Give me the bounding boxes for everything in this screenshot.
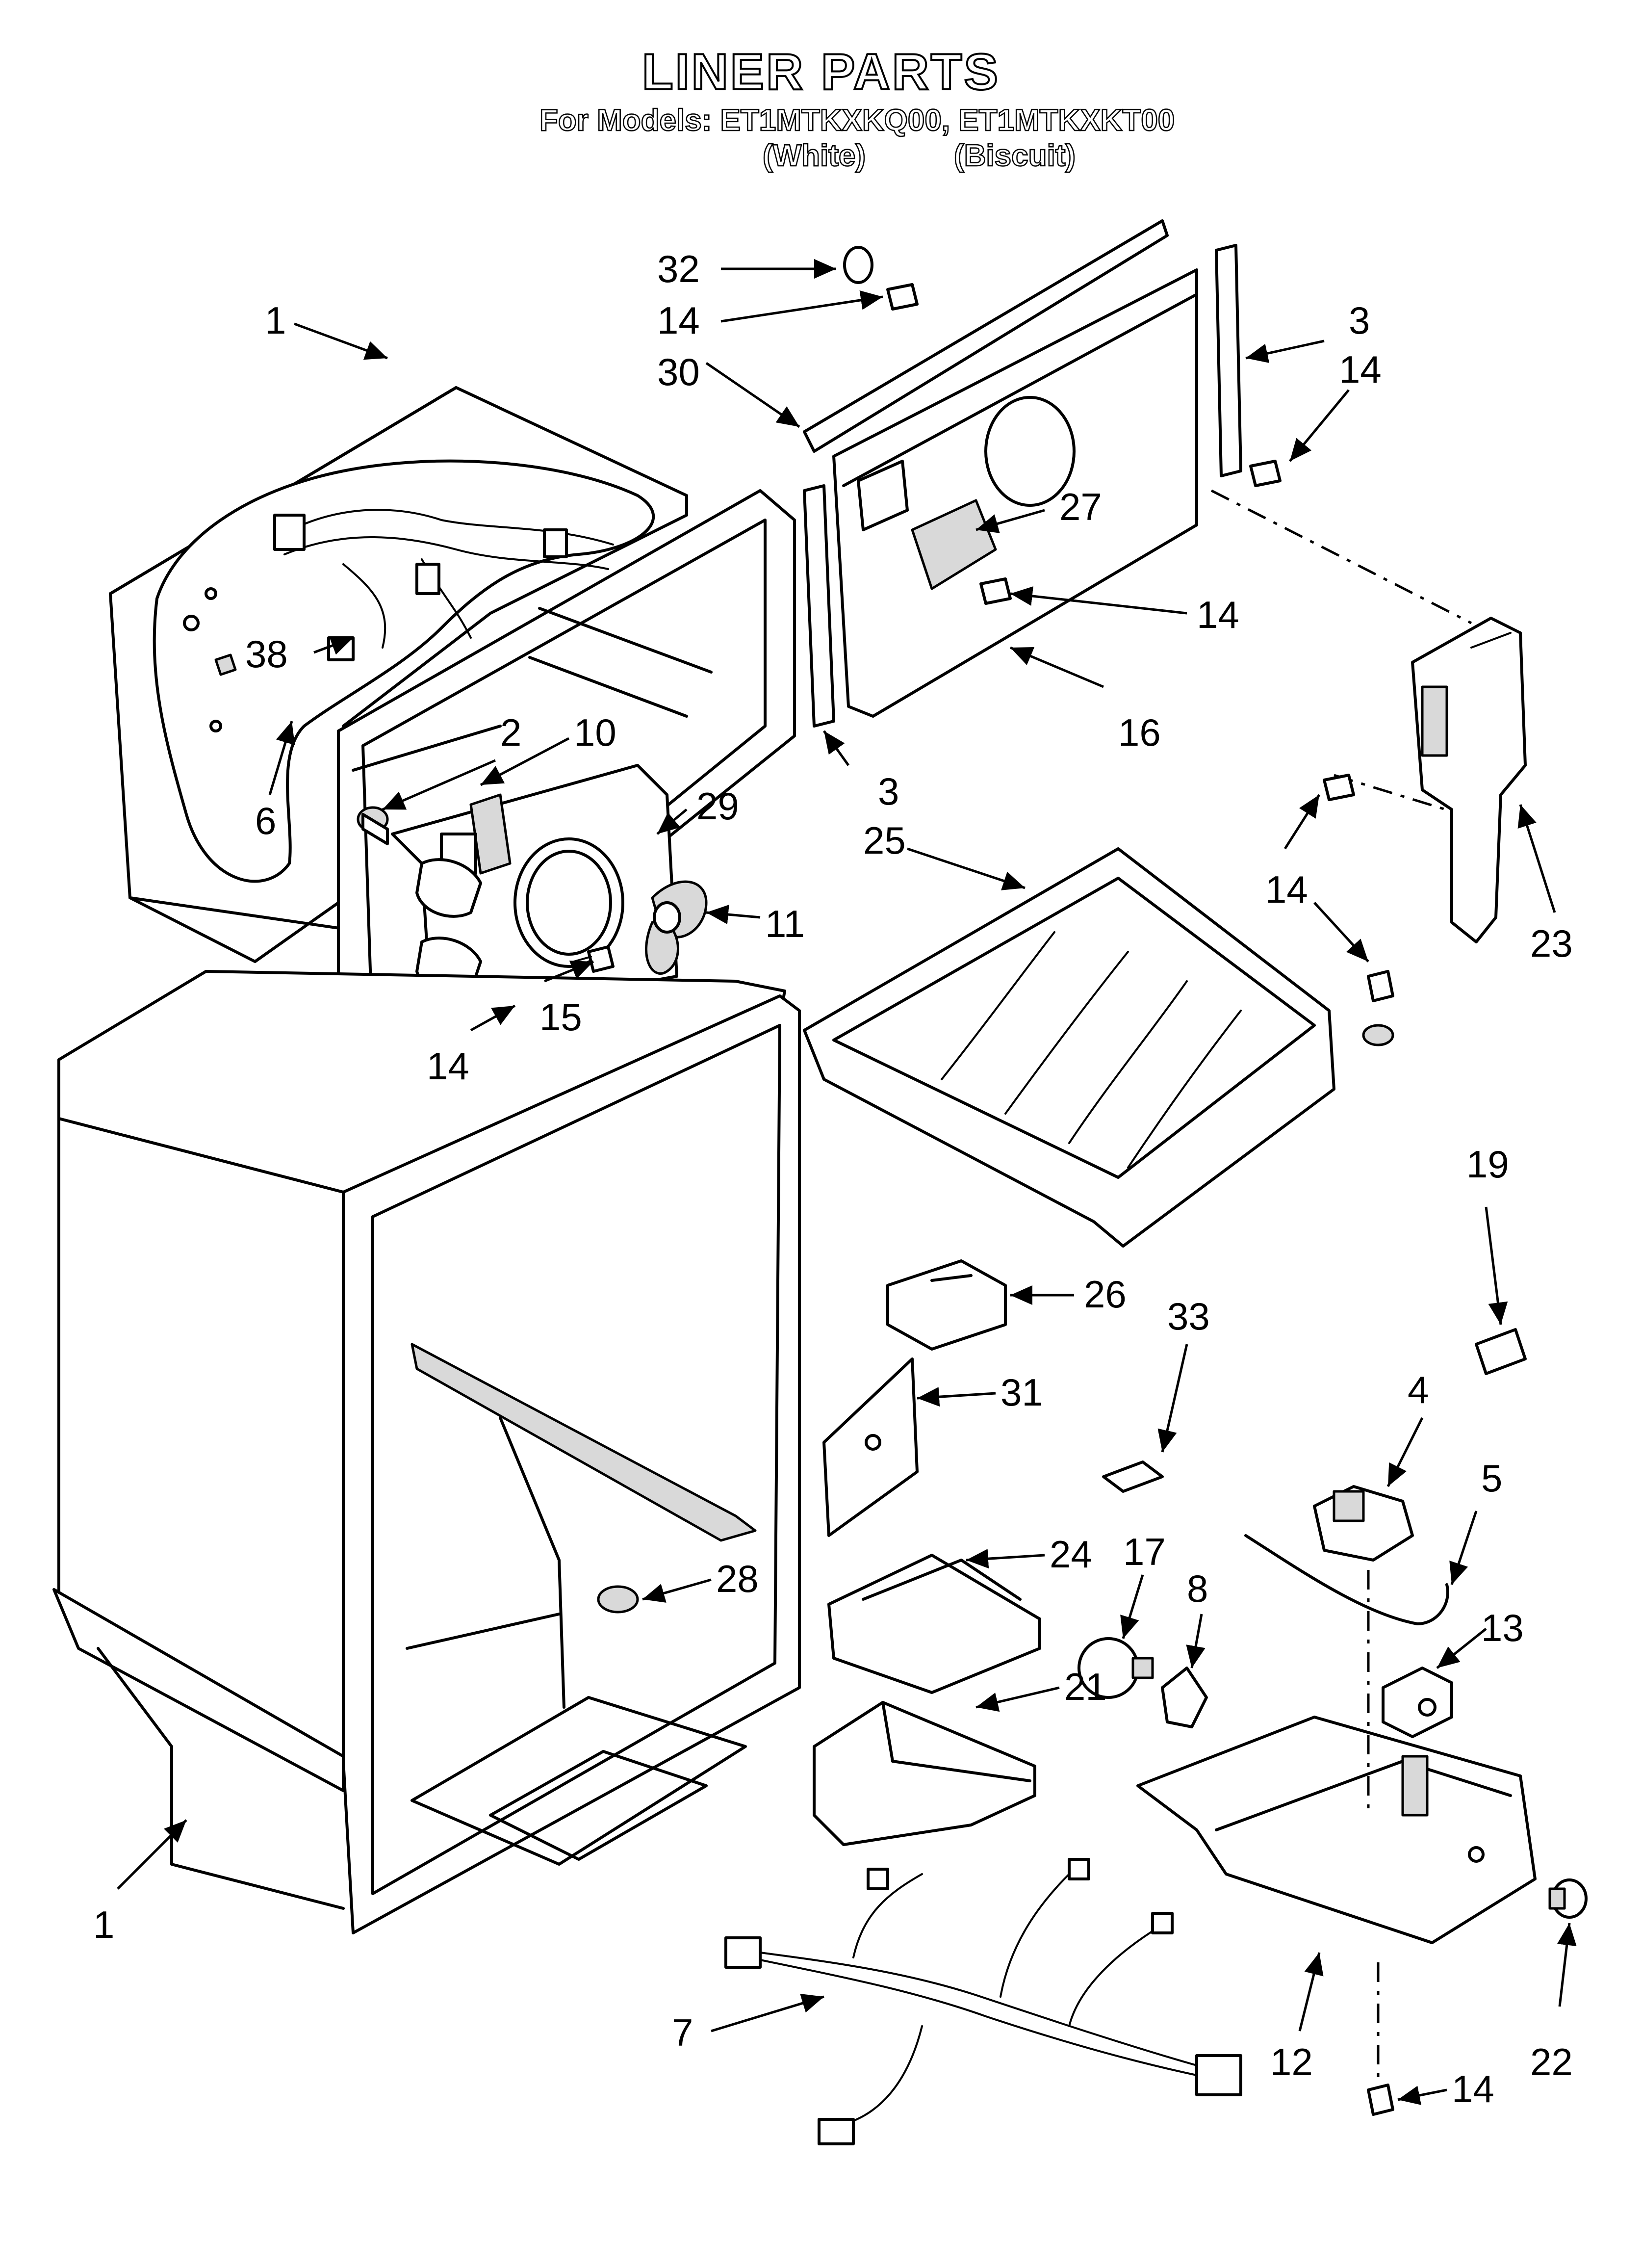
callout-4: 4 xyxy=(1408,1368,1429,1411)
callout-3: 3 xyxy=(878,770,899,813)
callout-1: 1 xyxy=(265,299,286,342)
callout-27: 27 xyxy=(1059,485,1102,528)
callout-16: 16 xyxy=(1118,711,1161,754)
callout-11: 11 xyxy=(765,902,805,945)
callout-13: 13 xyxy=(1481,1606,1524,1649)
callout-2: 2 xyxy=(500,711,521,754)
part-33-clip xyxy=(1102,1460,1164,1493)
callout-6: 6 xyxy=(255,799,276,842)
callout-14: 14 xyxy=(1265,868,1308,911)
callout-31: 31 xyxy=(1001,1371,1043,1414)
part-4-thermostat xyxy=(1313,1485,1414,1562)
callout-17: 17 xyxy=(1123,1530,1166,1573)
part-13-switch xyxy=(1382,1667,1453,1738)
callout-14: 14 xyxy=(657,299,700,342)
variant-white-label: (White) xyxy=(762,138,867,174)
callout-15: 15 xyxy=(539,995,582,1039)
callout-14: 14 xyxy=(1339,348,1382,391)
part-5-tube xyxy=(1244,1534,1449,1625)
part-7-wire-harness xyxy=(724,1858,1242,2145)
refrigerator-liner-part xyxy=(52,970,801,1934)
screw-part xyxy=(1323,774,1355,801)
callout-7: 7 xyxy=(672,2011,693,2054)
callout-10: 10 xyxy=(574,711,616,754)
callout-29: 29 xyxy=(696,784,739,828)
callout-33: 33 xyxy=(1167,1295,1210,1338)
callout-30: 30 xyxy=(657,350,700,393)
part-17-light-bulb xyxy=(1078,1637,1154,1699)
freezer-shelf-part xyxy=(803,847,1394,1248)
part-26-bracket xyxy=(886,1259,1007,1351)
part-24-duct xyxy=(827,1554,1041,1694)
screw-part xyxy=(1367,970,1394,1002)
callout-32: 32 xyxy=(657,247,700,290)
rear-cover-panel xyxy=(803,219,1282,728)
callout-26: 26 xyxy=(1084,1273,1127,1316)
part-12-control-housing xyxy=(1136,1716,1537,1944)
callout-21: 21 xyxy=(1064,1665,1107,1708)
callout-28: 28 xyxy=(716,1557,759,1600)
diagram-title: LINER PARTS xyxy=(641,43,1000,102)
part-22-knob xyxy=(1548,1878,1588,1919)
screw-part xyxy=(1367,2084,1394,2116)
part-31-plate xyxy=(822,1357,919,1537)
callout-14: 14 xyxy=(1197,593,1239,636)
callout-labels: 32 14 30 3 14 1 27 14 38 2 10 16 6 29 3 … xyxy=(93,247,1573,2111)
air-duct-cover-part xyxy=(1411,617,1527,943)
variant-biscuit-label: (Biscuit) xyxy=(953,138,1077,174)
callout-19: 19 xyxy=(1466,1143,1509,1186)
leader-lines xyxy=(117,259,1577,2105)
callout-3: 3 xyxy=(1349,299,1370,342)
callout-8: 8 xyxy=(1187,1567,1208,1610)
callout-23: 23 xyxy=(1530,922,1573,965)
part-8-socket xyxy=(1161,1667,1208,1728)
part-21-duct xyxy=(813,1701,1036,1846)
callout-12: 12 xyxy=(1270,2040,1313,2084)
callout-22: 22 xyxy=(1530,2040,1573,2084)
callout-24: 24 xyxy=(1050,1533,1092,1576)
callout-14: 14 xyxy=(1452,2067,1494,2111)
part-19-clip xyxy=(1475,1328,1527,1375)
callout-38: 38 xyxy=(245,632,288,676)
assembly-dash-line-2 xyxy=(1334,774,1462,816)
callout-25: 25 xyxy=(863,819,906,862)
assembly-dash-line xyxy=(1210,489,1472,625)
callout-14: 14 xyxy=(427,1044,469,1088)
callout-1: 1 xyxy=(93,1903,114,1946)
models-subtitle: For Models: ET1MTKXKQ00, ET1MTKXKT00 xyxy=(539,103,1176,138)
callout-5: 5 xyxy=(1481,1457,1502,1500)
